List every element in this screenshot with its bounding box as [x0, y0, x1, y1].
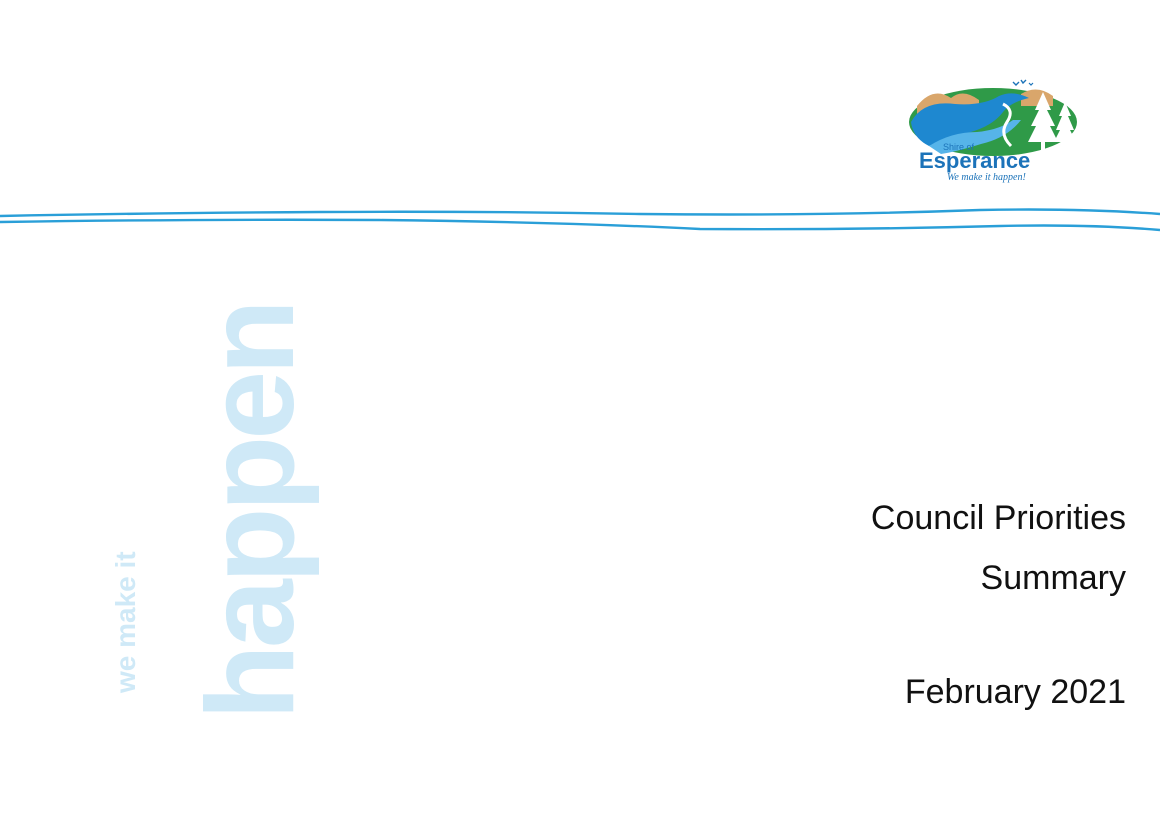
- watermark-happen: happen: [182, 303, 320, 720]
- title-line-2: Summary: [980, 559, 1126, 597]
- we-make-it-happen-watermark: happen we make it: [110, 255, 320, 720]
- title-line-1: Council Priorities: [870, 499, 1126, 537]
- shire-of-esperance-logo: Shire of Esperance We make it happen!: [903, 76, 1089, 184]
- logo-name-text: Esperance: [919, 148, 1030, 173]
- pine-tree-icon: [1028, 92, 1076, 150]
- logo-tagline: We make it happen!: [947, 172, 1026, 183]
- header-wave-lines: [0, 196, 1160, 240]
- title-date: February 2021: [904, 673, 1126, 711]
- logo-shire-text: Shire of: [943, 142, 975, 152]
- watermark-we-make-it: we make it: [110, 551, 141, 693]
- title-block: Council Priorities Summary February 2021: [626, 488, 1126, 722]
- bird-icon: [1012, 81, 1020, 86]
- bird-icon: [1020, 79, 1027, 85]
- bird-icon: [1028, 82, 1034, 86]
